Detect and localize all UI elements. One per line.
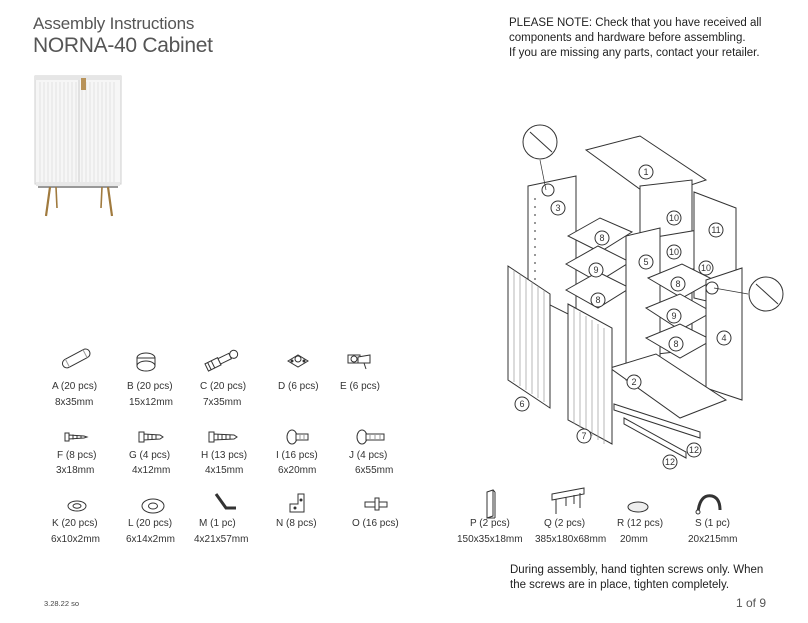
part-e-label: E (6 pcs) <box>340 381 381 392</box>
diagram-label: 12 <box>665 457 675 467</box>
part-c-size: 7x35mm <box>203 397 242 408</box>
diagram-label: 10 <box>669 247 679 257</box>
part-p-label: P (2 pcs) <box>470 518 510 529</box>
part-m-size: 4x21x57mm <box>194 534 249 545</box>
note-line2: components and hardware before assemblin… <box>509 32 746 44</box>
hinge-plate-icon <box>287 354 309 368</box>
shelf-pin-icon <box>364 497 388 511</box>
dowel-icon <box>61 348 91 369</box>
exploded-assembly-diagram: 1 3 10 11 8 9 5 10 10 8 8 9 4 8 2 6 7 12… <box>507 124 784 470</box>
diagram-label: 1 <box>643 167 648 177</box>
part-k-size: 6x10x2mm <box>51 534 100 545</box>
part-j-size: 6x55mm <box>355 465 394 476</box>
part-s-size: 20x215mm <box>688 534 738 545</box>
part-b-label: B (20 pcs) <box>127 381 173 392</box>
part-a-label: A (20 pcs) <box>52 381 98 392</box>
tightening-note: During assembly, hand tighten screws onl… <box>510 563 800 593</box>
part-p-size: 150x35x18mm <box>457 534 523 545</box>
cabinet-photo <box>34 75 122 217</box>
diagram-label: 10 <box>669 213 679 223</box>
diagram-label: 3 <box>555 203 560 213</box>
part-r-label: R (12 pcs) <box>617 518 664 529</box>
part-i-size: 6x20mm <box>278 465 317 476</box>
leg-frame-icon <box>551 487 585 514</box>
part-n-label: N (8 pcs) <box>276 518 317 529</box>
diagram-label: 5 <box>643 257 648 267</box>
product-title: NORNA-40 Cabinet <box>33 34 213 57</box>
part-l-size: 6x14x2mm <box>126 534 175 545</box>
part-k-label: K (20 pcs) <box>52 518 98 529</box>
washer-l-icon <box>141 498 165 514</box>
part-q-size: 385x180x68mm <box>535 534 607 545</box>
shelf-bracket-icon <box>289 493 305 513</box>
part-j-label: J (4 pcs) <box>349 450 388 461</box>
part-i-label: I (16 pcs) <box>276 450 318 461</box>
part-a-size: 8x35mm <box>55 397 94 408</box>
felt-pad-icon <box>627 501 649 513</box>
diagram-label: 6 <box>519 399 524 409</box>
anti-tip-strap-icon <box>695 494 722 515</box>
part-o-label: O (16 pcs) <box>352 518 399 529</box>
footer-line1: During assembly, hand tighten screws onl… <box>510 564 764 576</box>
diagram-label: 8 <box>595 295 600 305</box>
cam-bolt-icon <box>204 349 239 372</box>
diagram-label: 2 <box>631 377 636 387</box>
part-r-size: 20mm <box>620 534 648 545</box>
hinge-icon <box>347 354 371 370</box>
bolt-i-icon <box>286 429 309 445</box>
part-l-label: L (20 pcs) <box>128 518 173 529</box>
diagram-label: 8 <box>599 233 604 243</box>
bolt-j-icon <box>356 429 385 445</box>
part-m-label: M (1 pc) <box>199 518 236 529</box>
cam-lock-icon <box>136 352 156 372</box>
part-h-size: 4x15mm <box>205 465 244 476</box>
part-d-label: D (6 pcs) <box>278 381 319 392</box>
diagram-label: 12 <box>689 445 699 455</box>
washer-k-icon <box>67 500 87 512</box>
part-q-label: Q (2 pcs) <box>544 518 586 529</box>
screw-h-icon <box>208 431 238 443</box>
diagram-label: 8 <box>675 279 680 289</box>
footer-line2: the screws are in place, tighten complet… <box>510 579 730 591</box>
part-c-label: C (20 pcs) <box>200 381 247 392</box>
part-g-size: 4x12mm <box>132 465 171 476</box>
please-note: PLEASE NOTE: Check that you have receive… <box>509 16 799 61</box>
part-f-size: 3x18mm <box>56 465 95 476</box>
part-g-label: G (4 pcs) <box>129 450 171 461</box>
diagram-label: 9 <box>593 265 598 275</box>
note-line1: PLEASE NOTE: Check that you have receive… <box>509 17 762 29</box>
diagram-label: 11 <box>711 225 720 235</box>
diagram-label: 9 <box>671 311 676 321</box>
diagram-label: 7 <box>581 431 586 441</box>
block-icon <box>486 489 496 519</box>
diagram-label: 8 <box>673 339 678 349</box>
screw-f-icon <box>64 432 89 442</box>
title-line1: Assembly Instructions <box>33 14 195 33</box>
diagram-label: 10 <box>701 263 711 273</box>
part-h-label: H (13 pcs) <box>201 450 248 461</box>
note-line3: If you are missing any parts, contact yo… <box>509 47 760 59</box>
screw-g-icon <box>138 431 164 443</box>
page-number: 1 of 9 <box>736 596 767 610</box>
allen-key-icon <box>214 493 236 510</box>
revision-date: 3.28.22 so <box>44 599 80 608</box>
diagram-label: 4 <box>721 333 726 343</box>
part-f-label: F (8 pcs) <box>57 450 97 461</box>
part-b-size: 15x12mm <box>129 397 173 408</box>
part-s-label: S (1 pc) <box>695 518 731 529</box>
